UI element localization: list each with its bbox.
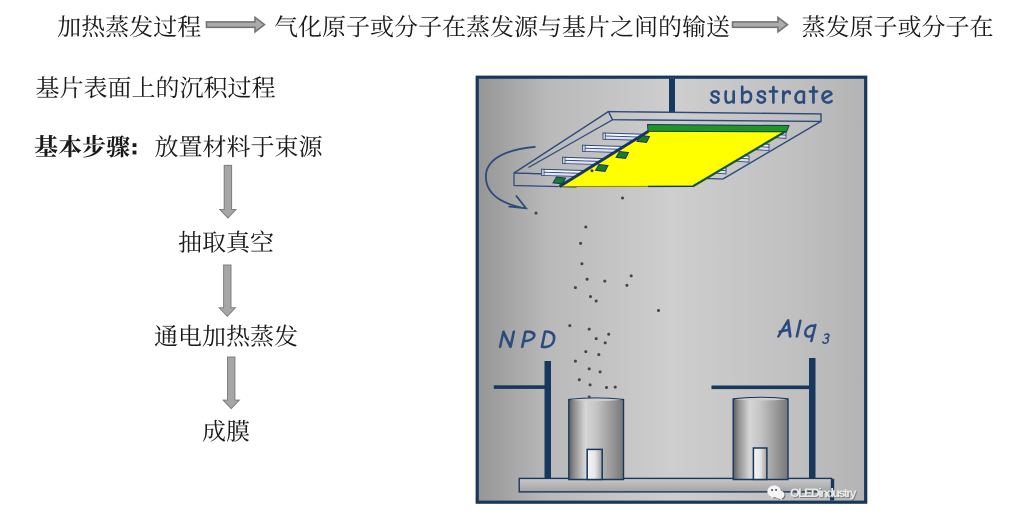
svg-text:OLEDindustry: OLEDindustry [791, 487, 858, 501]
svg-text:OLEDindustry: OLEDindustry [790, 486, 857, 500]
